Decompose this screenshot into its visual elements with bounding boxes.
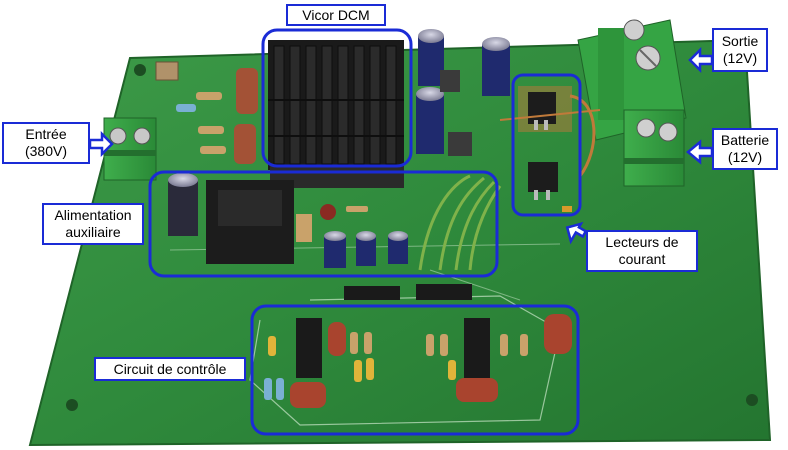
auxiliary-outline [148,170,499,278]
auxiliary-power-components [168,173,502,271]
input-filter-components [155,61,258,164]
pin-headers [344,284,472,300]
lecteurs-label: Lecteurs de courant [586,230,698,272]
vicor-label: Vicor DCM [286,4,386,26]
annotation-arrows [88,46,714,245]
circuit-label: Circuit de contrôle [94,357,246,381]
batterie-arrow [686,139,714,165]
vicor-outline [261,28,413,168]
battery-terminal-block [623,109,685,187]
input-terminal-block [103,117,157,181]
current-sensor-outline [511,73,582,217]
sortie-arrow [688,46,714,74]
entree-arrow [88,130,114,158]
vicor-heatsink [268,40,404,188]
batterie-label: Batterie (12V) [712,128,778,170]
control-outline [250,304,580,436]
annotation-outlines [148,28,582,436]
sortie-label: Sortie (12V) [712,28,768,72]
lecteurs-arrow [565,221,588,245]
output-capacitors [416,29,510,156]
alimentation-label: Alimentation auxiliaire [42,203,144,245]
current-sensor-components [499,86,601,212]
control-circuit-components [264,314,572,408]
entree-label: Entrée (380V) [2,122,90,164]
